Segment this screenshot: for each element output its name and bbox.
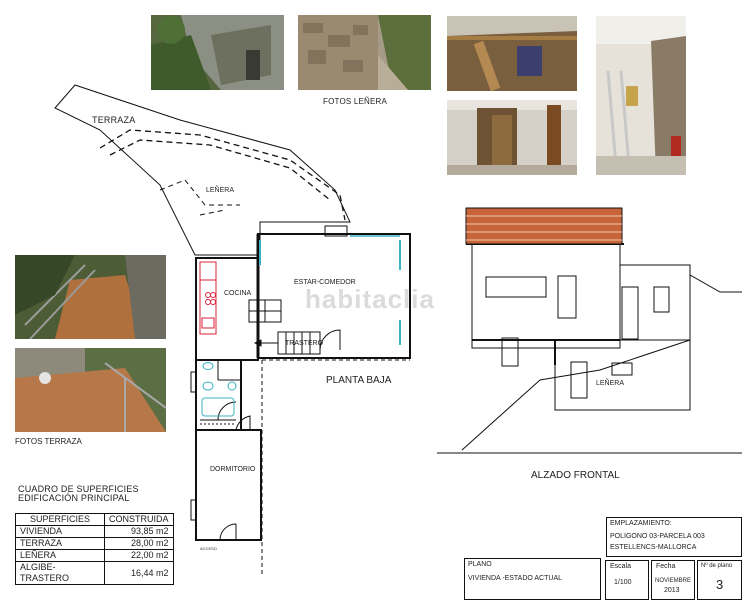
plan-label-dormitorio: DORMITORIO [210,466,256,473]
plan-label-cocina: COCINA [224,290,252,297]
nplano-value: 3 [716,577,724,592]
emplazamiento-poligono: POLIGONO 03-PARCELA 003 [610,533,705,540]
emplazamiento-municipio: ESTELLENCS-MALLORCA [610,544,697,551]
plan-label-acceso: ACCESO [200,546,217,551]
surface-value: 22,00 m2 [104,549,174,562]
alzado-title: ALZADO FRONTAL [531,470,620,481]
surfaces-header-name: SUPERFICIES [15,513,105,526]
watermark: habitaclia [305,284,435,314]
photo-terraza-2 [15,348,166,432]
plano-label: PLANO [468,561,492,568]
surface-value: 93,85 m2 [104,525,174,538]
photos-lenera-caption: FOTOS LEÑERA [323,97,388,106]
surfaces-header-value: CONSTRUIDA [104,513,174,526]
surfaces-header-row: SUPERFICIES CONSTRUIDA [15,513,174,526]
surface-name: TERRAZA [15,537,105,550]
plan-title-planta-baja: PLANTA BAJA [326,375,392,386]
plan-label-terraza: TERRAZA [92,115,136,125]
photo-terraza-1 [15,255,166,339]
plan-label-estar-comedor: ESTAR-COMEDOR [294,279,356,286]
nplano-box: Nº de plano 3 [697,560,742,600]
nplano-label: Nº de plano [701,563,733,569]
photo-lenera-4 [447,100,577,175]
fecha-value-year: 2013 [664,587,680,594]
surfaces-table: SUPERFICIES CONSTRUIDA VIVIENDA 93,85 m2… [15,513,174,585]
surface-value: 16,44 m2 [104,561,174,585]
surface-name: ALGIBE-TRASTERO [15,561,105,585]
table-row: LEÑERA 22,00 m2 [15,549,174,562]
table-row: ALGIBE-TRASTERO 16,44 m2 [15,561,174,585]
surfaces-title-2: EDIFICACIÓN PRINCIPAL [18,493,130,503]
photo-lenera-1 [151,15,284,90]
alzado-label-lenera: LEÑERA [596,380,625,387]
plan-label-trastero: TRASTERO [285,340,324,347]
photo-lenera-2 [298,15,431,90]
surfaces-title-1: CUADRO DE SUPERFICIES [18,484,139,494]
photo-lenera-3 [447,16,577,91]
fecha-value-month: NOVIEMBRE [655,578,692,584]
surface-value: 28,00 m2 [104,537,174,550]
photos-terraza-caption: FOTOS TERRAZA [15,437,82,446]
emplazamiento-label: EMPLAZAMIENTO: [610,520,672,527]
escala-box: Escala 1/100 [605,560,649,600]
plan-label-lenera: LEÑERA [206,187,235,194]
plano-box: PLANO VIVIENDA -ESTADO ACTUAL [464,558,601,600]
table-row: VIVIENDA 93,85 m2 [15,525,174,538]
photo-lenera-5 [596,16,686,175]
escala-value: 1/100 [614,579,632,586]
emplazamiento-box: EMPLAZAMIENTO: POLIGONO 03-PARCELA 003 E… [606,517,742,557]
table-row: TERRAZA 28,00 m2 [15,537,174,550]
surface-name: VIVIENDA [15,525,105,538]
fecha-label: Fecha [656,563,676,570]
plano-value: VIVIENDA -ESTADO ACTUAL [468,575,563,582]
escala-label: Escala [610,563,632,570]
fecha-box: Fecha NOVIEMBRE 2013 [651,560,695,600]
surface-name: LEÑERA [15,549,105,562]
